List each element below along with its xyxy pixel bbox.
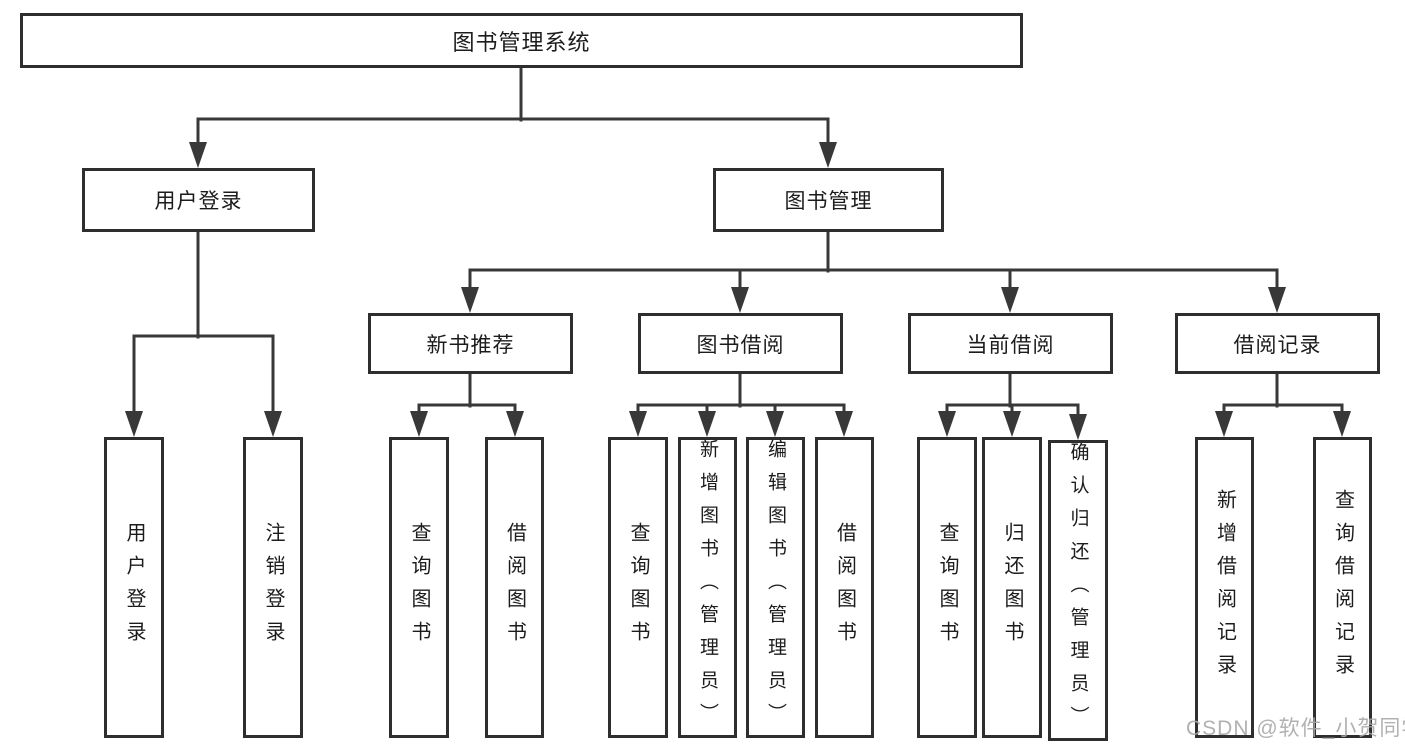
node-leaf-return-books: 归还图书 <box>982 437 1042 738</box>
arrowhead-down-icon <box>629 411 647 437</box>
node-leaf-user-login: 用户登录 <box>104 437 164 738</box>
node-borrowing-records: 借阅记录 <box>1175 313 1380 374</box>
arrowhead-down-icon <box>1069 414 1087 440</box>
node-book-borrowing: 图书借阅 <box>638 313 843 374</box>
arrowhead-down-icon <box>698 411 716 437</box>
arrowhead-down-icon <box>819 142 837 168</box>
node-user-login: 用户登录 <box>82 168 315 232</box>
node-leaf-query-borrow-record: 查询借阅记录 <box>1313 437 1372 738</box>
node-leaf-add-borrow-record: 新增借阅记录 <box>1195 437 1254 738</box>
arrowhead-down-icon <box>766 411 784 437</box>
arrowhead-down-icon <box>938 411 956 437</box>
arrowhead-down-icon <box>1215 411 1233 437</box>
arrowhead-down-icon <box>1001 287 1019 313</box>
arrowhead-down-icon <box>125 411 143 437</box>
arrowhead-down-icon <box>731 287 749 313</box>
arrowhead-down-icon <box>1268 287 1286 313</box>
arrowhead-down-icon <box>1333 411 1351 437</box>
arrowhead-down-icon <box>461 287 479 313</box>
node-leaf-query-books-bb: 查询图书 <box>608 437 668 738</box>
node-leaf-add-books-admin: 新增图书（管理员） <box>678 437 737 738</box>
arrowhead-down-icon <box>264 411 282 437</box>
node-leaf-borrow-books-rec: 借阅图书 <box>485 437 544 738</box>
node-leaf-borrow-books-bb: 借阅图书 <box>815 437 874 738</box>
arrowhead-down-icon <box>410 411 428 437</box>
arrowhead-down-icon <box>835 411 853 437</box>
node-new-book-recommendation: 新书推荐 <box>368 313 573 374</box>
csdn-watermark: CSDN @软件_小贺同学 <box>1186 717 1405 740</box>
arrowhead-down-icon <box>506 411 524 437</box>
arrowhead-down-icon <box>1003 411 1021 437</box>
node-leaf-logout: 注销登录 <box>243 437 303 738</box>
node-book-management: 图书管理 <box>713 168 944 232</box>
node-library-management-system: 图书管理系统 <box>20 13 1023 68</box>
node-leaf-query-books-cb: 查询图书 <box>917 437 977 738</box>
node-current-borrowing: 当前借阅 <box>908 313 1113 374</box>
node-leaf-edit-books-admin: 编辑图书（管理员） <box>746 437 805 738</box>
arrowhead-down-icon <box>189 142 207 168</box>
node-leaf-query-books-rec: 查询图书 <box>389 437 449 738</box>
node-leaf-confirm-return-admin: 确认归还（管理员） <box>1048 440 1108 741</box>
